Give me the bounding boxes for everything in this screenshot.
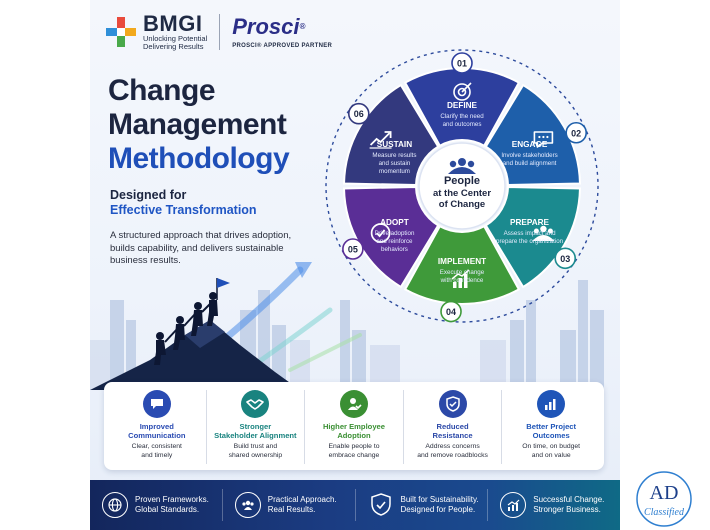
ad-mark: AD [650,482,679,504]
phase-name: ENGAGE [512,140,548,149]
bar-chart-icon [537,390,566,418]
cycle-outer-ring [325,49,599,323]
phase-number-badge [347,102,370,125]
phase-description: and reinforce [376,238,413,245]
phase-description: and outcomes [443,121,482,128]
chat-icon [142,390,171,418]
shield-check-icon [438,390,467,418]
poster: BMGI Unlocking Potential Delivering Resu… [90,0,620,530]
user-check-icon [339,390,368,418]
phase-description: with confidence [440,277,484,284]
cycle-center [418,142,506,230]
footer-item-sustainability: Built for Sustainability.Designed for Pe… [356,489,489,521]
logo-header: BMGI Unlocking Potential Delivering Resu… [104,10,332,54]
trend-up-icon [369,131,392,149]
phase-number-badge [440,300,462,323]
cycle-segment-prepare [484,185,581,289]
cycle-segment-define [403,67,521,148]
phase-description: Drive adoption [374,230,414,237]
page-subtitle: Designed for Effective Transformation [110,188,257,217]
chat-icon [533,131,554,148]
phase-description: Execute change [440,269,485,276]
phase-description: behaviors [381,246,408,253]
phase-number: 05 [348,245,358,255]
phase-description: Assess impact and [504,230,556,237]
target-icon [453,82,472,101]
logo-divider [219,14,221,50]
phase-number-badge [554,247,577,270]
phase-description: and build alignment [503,160,557,167]
footer-item-success: Successful Change.Stronger Business. [488,489,620,521]
phase-description: Clarify the need [440,113,484,120]
phase-description: Measure results [372,152,416,159]
phase-name: SUSTAIN [377,140,412,149]
phase-description: momentum [379,168,410,175]
bmgi-tagline: Unlocking Potential Delivering Results [143,33,208,51]
phase-name: DEFINE [447,101,478,110]
growth-chart-icon [500,492,527,518]
prosci-brand-name: Prosci® [232,13,306,39]
phase-name: ADOPT [380,218,409,227]
globe-icon [102,492,128,518]
phase-description: prepare the organization [496,238,564,245]
ad-classified-watermark: AD Classified [636,471,692,527]
cycle-segment-adopt [343,185,440,289]
people-icon [448,158,476,174]
footer-item-approach: Practical Approach.Real Results. [223,489,356,521]
footer-item-frameworks: Proven Frameworks.Global Standards. [90,489,223,521]
phase-number: 03 [560,254,570,264]
phase-number: 06 [354,109,364,119]
center-label: at the Center [433,188,491,199]
city-skyline-illustration [90,262,604,390]
check-circle-icon [370,223,391,243]
phase-number-badge [342,238,364,260]
handshake-icon [241,390,270,418]
phase-number: 04 [446,307,456,317]
team-icon [532,225,555,241]
page-title: Change Management Methodology [108,74,290,175]
footer-bar: Proven Frameworks.Global Standards. Prac… [90,480,620,530]
shield-check-icon [368,492,394,518]
phase-number-badge [565,121,587,144]
ad-classified-text: Classified [644,507,685,518]
bmgi-logo-icon [106,17,136,47]
people-gear-icon [234,492,261,518]
center-label: of Change [439,199,485,210]
phase-name: PREPARE [510,218,550,227]
bmgi-brand-name: BMGI [143,10,203,36]
phase-number: 01 [457,59,467,69]
phase-description: Involve stakeholders [501,152,557,159]
phase-name: IMPLEMENT [438,257,486,266]
center-label: People [444,175,480,187]
page-description: A structured approach that drives adopti… [110,230,292,266]
prosci-partner-tagline: PROSCI® APPROVED PARTNER [232,42,333,49]
cycle-segment-engage [484,83,581,187]
growth-chart-icon [451,269,470,288]
phase-number-badge [451,52,473,74]
phase-description: and sustain [379,160,411,167]
phase-number: 02 [571,128,581,138]
cycle-segment-implement [403,224,521,305]
